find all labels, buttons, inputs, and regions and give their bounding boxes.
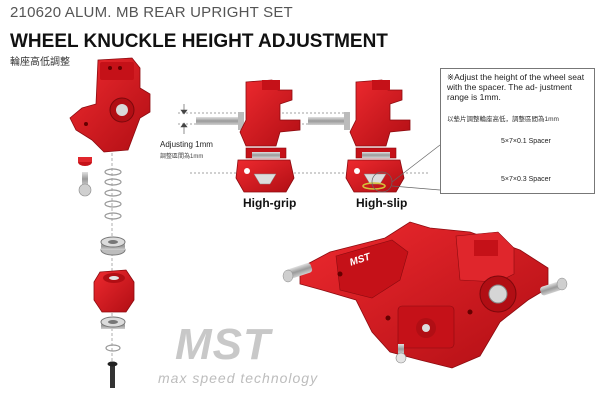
assembled-upright-render: MST [282,221,568,369]
exploded-view [69,57,151,388]
brand-logo: MST [175,320,271,369]
spacer-note-box [440,68,595,194]
page-title: WHEEL KNUCKLE HEIGHT ADJUSTMENT [10,31,388,52]
shim-icon [105,344,121,352]
bearing-icon [100,236,126,256]
upright-part-icon [69,57,151,153]
spacer-thin-label: 5×7×0.1 Spacer [501,138,551,145]
adjust-range-label-cjk: 調整區間為1mm [160,154,204,160]
ball-stud-icon [78,172,92,197]
adjust-range-label: Adjusting 1mm [160,140,213,149]
page-title-cjk: 輪座高低調整 [10,57,70,68]
high-grip-label: High-grip [243,196,297,210]
brand-tagline: max speed technology [158,370,319,386]
bearing-icon [100,316,126,329]
spacer-note-text: ※Adjust the height of the wheel seat wit… [447,72,585,102]
spacer-ring-icon [362,182,386,190]
spacer-note-text-cjk: 以墊片調整輪座高低，調整區間為1mm [447,116,559,123]
part-number-line: 210620 ALUM. MB REAR UPRIGHT SET [10,4,293,21]
screw-icon [107,361,118,388]
wheel-seat-part-icon [93,269,135,313]
shim-stack-icon [104,168,122,220]
high-slip-label: High-slip [356,196,408,210]
high-grip-profile [196,79,301,193]
spacer-thick-label: 5×7×0.3 Spacer [501,176,551,183]
high-slip-profile [308,79,411,193]
